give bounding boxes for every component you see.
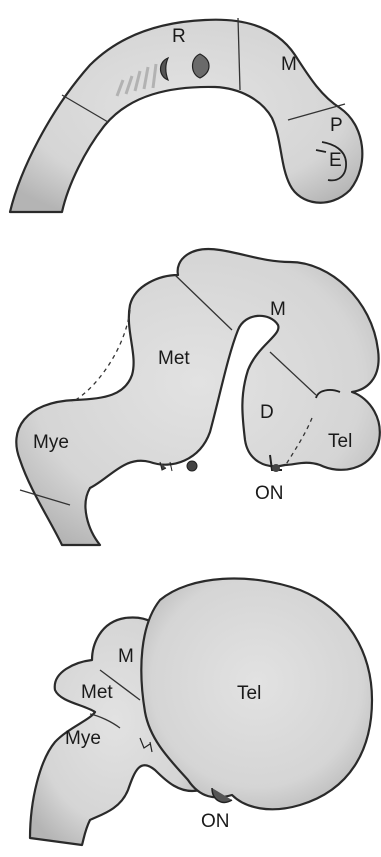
- label-m: M: [118, 646, 134, 667]
- label-on: ON: [255, 483, 284, 504]
- dashed-boundary: [72, 310, 130, 402]
- label-met: Met: [158, 348, 190, 369]
- label-e: E: [329, 150, 342, 171]
- label-d: D: [260, 402, 274, 423]
- label-tel: Tel: [328, 431, 352, 452]
- label-m: M: [270, 299, 286, 320]
- label-p: P: [330, 115, 343, 136]
- label-m: M: [281, 54, 297, 75]
- panel-3-later-brain: M Met Mye Tel ON: [30, 579, 372, 845]
- neural-tube-outline-1: [10, 20, 362, 212]
- panel-2-flexed-brain: M Met Mye D Tel ON: [16, 249, 379, 545]
- label-r: R: [172, 26, 186, 47]
- neural-tube-outline-2: [16, 249, 379, 545]
- optic-nerve-dot: [272, 464, 280, 472]
- label-mye: Mye: [65, 728, 101, 749]
- label-tel: Tel: [237, 683, 261, 704]
- label-on: ON: [201, 811, 230, 832]
- label-met: Met: [81, 682, 113, 703]
- panel-1-early-neural-tube: R M P E: [10, 18, 362, 212]
- label-mye: Mye: [33, 432, 69, 453]
